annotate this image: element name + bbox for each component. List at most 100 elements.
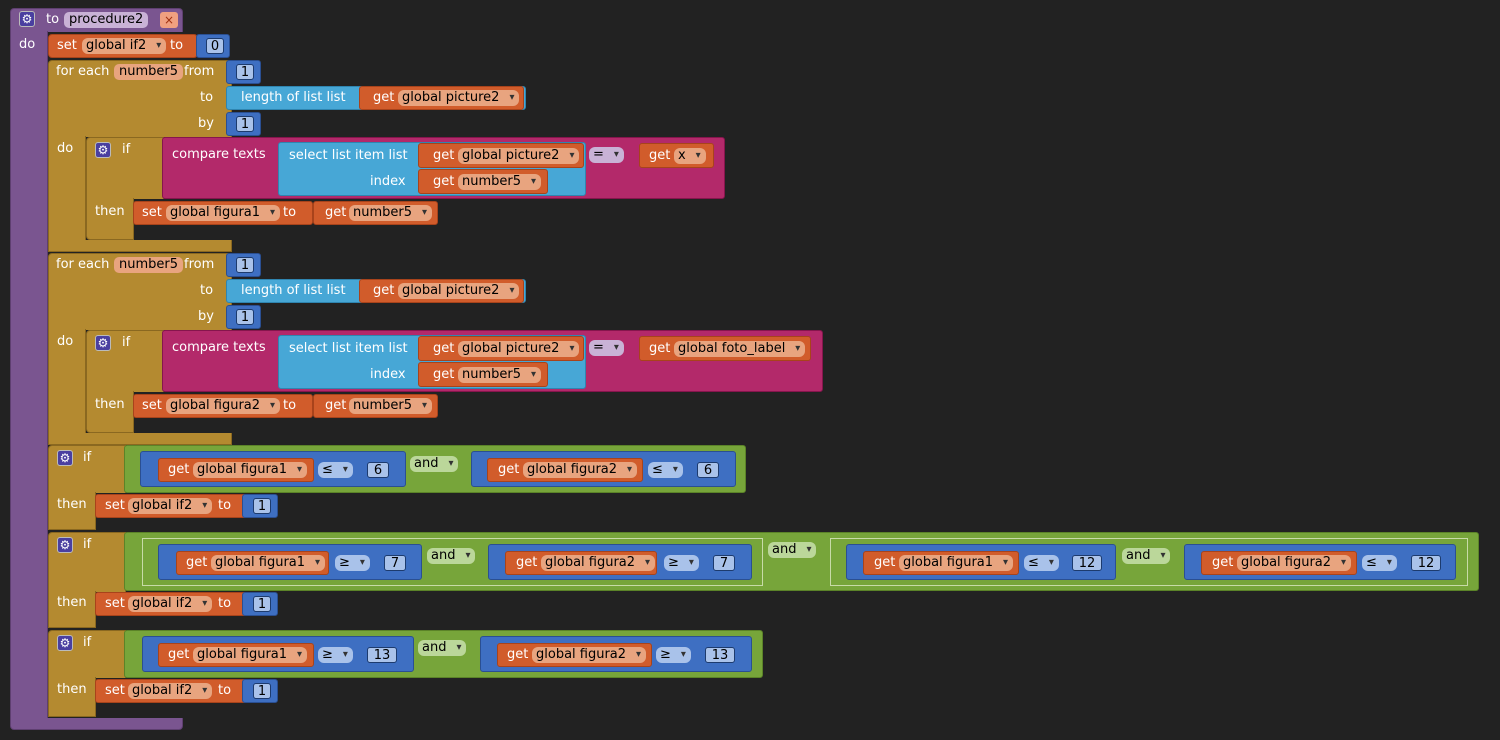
number-field[interactable]: 6 (367, 462, 389, 478)
get-label: get (649, 148, 671, 163)
set-var-dropdown[interactable]: global if2 (82, 38, 167, 54)
list-var-dropdown[interactable]: global picture2 (398, 283, 520, 299)
number-field[interactable]: 1 (253, 596, 271, 612)
and-operator-dropdown[interactable]: and (418, 640, 467, 656)
set-label: set (57, 38, 77, 53)
number-field[interactable]: 7 (713, 555, 735, 571)
length-of-list-label: length of list list (241, 90, 346, 105)
and-operator-dropdown[interactable]: and (768, 542, 817, 558)
var-dropdown[interactable]: global figura1 (193, 647, 308, 663)
operator-dropdown[interactable]: ≤ (648, 462, 683, 478)
var-dropdown[interactable]: global figura1 (211, 555, 326, 571)
if-label: if (122, 335, 131, 350)
compare-texts-label: compare texts (172, 147, 266, 162)
then-label: then (57, 595, 87, 610)
number-field[interactable]: 1 (253, 498, 271, 514)
and-operator-dropdown[interactable]: and (427, 548, 476, 564)
compare-operator-dropdown[interactable]: = (589, 340, 624, 356)
number-field[interactable]: 12 (1411, 555, 1441, 571)
and-operator-dropdown[interactable]: and (1122, 548, 1171, 564)
by-label: by (198, 116, 214, 131)
rhs-var-dropdown[interactable]: x (674, 148, 706, 164)
operator-dropdown[interactable]: ≤ (318, 462, 353, 478)
for-each-label: for each (56, 257, 110, 272)
var-dropdown[interactable]: global figura1 (193, 462, 308, 478)
compare-operator-dropdown[interactable]: = (589, 147, 624, 163)
get-label: get (168, 647, 190, 662)
gear-icon[interactable]: ⚙ (19, 11, 35, 27)
if-block-5-then (48, 677, 96, 717)
set-var-dropdown[interactable]: global if2 (128, 596, 213, 612)
to-label: to (283, 205, 297, 220)
get-label: get (325, 205, 347, 220)
operator-dropdown[interactable]: ≥ (656, 647, 691, 663)
var-dropdown[interactable]: global figura2 (1237, 555, 1352, 571)
var-dropdown[interactable]: global figura1 (899, 555, 1014, 571)
gear-icon[interactable]: ⚙ (95, 335, 111, 351)
if-label: if (83, 635, 92, 650)
loop-1-footer (48, 240, 232, 252)
set-label: set (105, 683, 125, 698)
procedure-do-label: do (19, 37, 36, 52)
get-label: get (649, 341, 671, 356)
list-var-dropdown[interactable]: global picture2 (458, 341, 580, 357)
gear-icon[interactable]: ⚙ (57, 450, 73, 466)
gear-icon[interactable]: ⚙ (95, 142, 111, 158)
if-block-3-then (48, 492, 96, 530)
to-label: to (200, 283, 214, 298)
loop-var-field[interactable]: number5 (114, 257, 184, 273)
operator-dropdown[interactable]: ≥ (664, 555, 699, 571)
var-dropdown[interactable]: global figura2 (532, 647, 647, 663)
number-field[interactable]: 13 (705, 647, 735, 663)
list-var-dropdown[interactable]: global picture2 (398, 90, 520, 106)
list-var-dropdown[interactable]: global picture2 (458, 148, 580, 164)
number-field[interactable]: 6 (697, 462, 719, 478)
index-var-dropdown[interactable]: number5 (458, 367, 542, 383)
loop-2-footer (48, 433, 232, 445)
rhs-var-dropdown[interactable]: global foto_label (674, 341, 806, 357)
set-label: set (105, 498, 125, 513)
to-label: to (200, 90, 214, 105)
loop-2-spine (48, 329, 86, 435)
then-label: then (57, 497, 87, 512)
value-var-dropdown[interactable]: number5 (349, 398, 433, 414)
from-number-field[interactable]: 1 (236, 64, 254, 80)
operator-dropdown[interactable]: ≥ (318, 647, 353, 663)
set-var-dropdown[interactable]: global if2 (128, 683, 213, 699)
set-var-dropdown[interactable]: global if2 (128, 498, 213, 514)
to-label: to (218, 683, 232, 698)
from-number-field[interactable]: 1 (236, 257, 254, 273)
operator-dropdown[interactable]: ≤ (1024, 555, 1059, 571)
by-number-field[interactable]: 1 (236, 309, 254, 325)
get-label: get (325, 398, 347, 413)
var-dropdown[interactable]: global figura2 (523, 462, 638, 478)
set-var-dropdown[interactable]: global figura2 (166, 398, 281, 414)
get-label: get (433, 367, 455, 382)
close-icon[interactable]: × (160, 12, 178, 28)
number-field[interactable]: 0 (206, 38, 224, 54)
number-field[interactable]: 1 (253, 683, 271, 699)
index-var-dropdown[interactable]: number5 (458, 174, 542, 190)
loop-do-label: do (57, 334, 74, 349)
loop-var-field[interactable]: number5 (114, 64, 184, 80)
to-label: to (283, 398, 297, 413)
get-label: get (507, 647, 529, 662)
number-field[interactable]: 12 (1072, 555, 1102, 571)
value-var-dropdown[interactable]: number5 (349, 205, 433, 221)
get-label: get (498, 462, 520, 477)
to-label: to (218, 596, 232, 611)
set-var-dropdown[interactable]: global figura1 (166, 205, 281, 221)
then-label: then (95, 397, 125, 412)
number-field[interactable]: 13 (367, 647, 397, 663)
number-field[interactable]: 7 (384, 555, 406, 571)
operator-dropdown[interactable]: ≥ (335, 555, 370, 571)
gear-icon[interactable]: ⚙ (57, 635, 73, 651)
get-label: get (874, 555, 896, 570)
and-operator-dropdown[interactable]: and (410, 456, 459, 472)
gear-icon[interactable]: ⚙ (57, 537, 73, 553)
operator-dropdown[interactable]: ≤ (1362, 555, 1397, 571)
by-number-field[interactable]: 1 (236, 116, 254, 132)
procedure-name-field[interactable]: procedure2 (64, 12, 149, 28)
var-dropdown[interactable]: global figura2 (541, 555, 656, 571)
by-label: by (198, 309, 214, 324)
